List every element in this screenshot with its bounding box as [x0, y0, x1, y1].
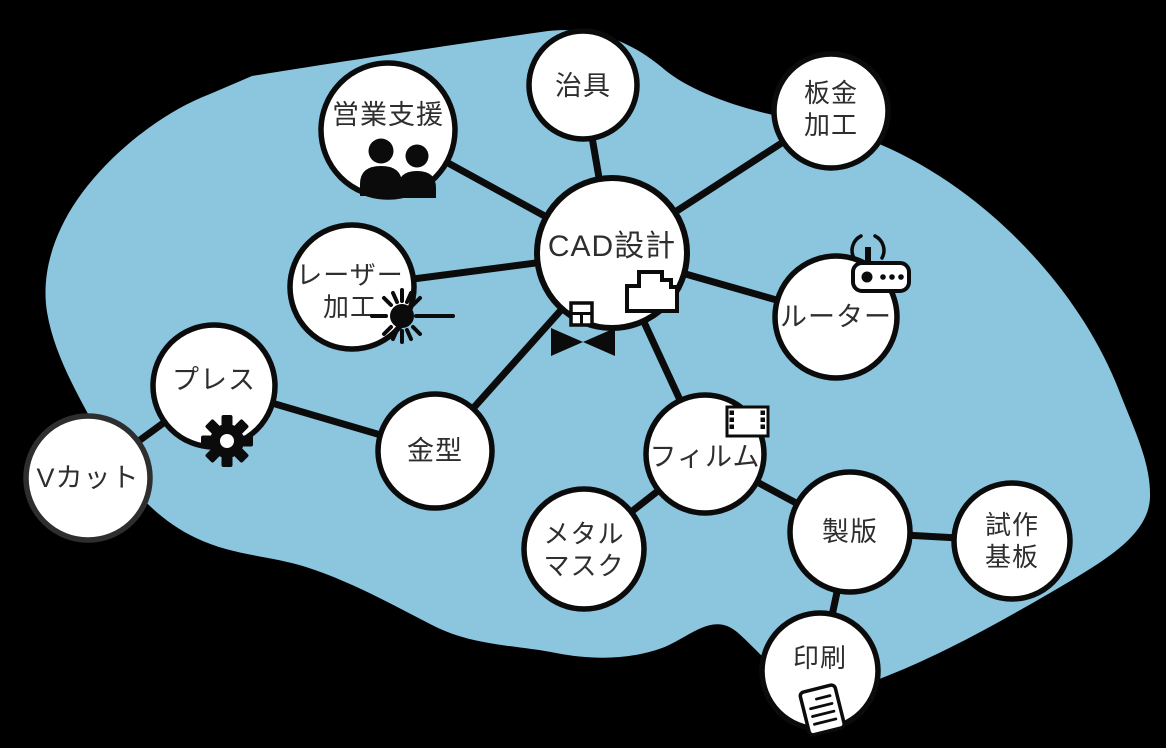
node-laser-line1: レーザー	[296, 260, 403, 290]
node-sales-support: 営業支援	[318, 60, 458, 200]
node-router: ルーター	[772, 234, 911, 381]
node-laser: レーザー 加工	[287, 222, 455, 352]
node-plate-making-label: 製版	[822, 517, 878, 547]
node-prototype-board-line2: 基板	[985, 542, 1039, 572]
node-mold: 金型	[375, 391, 495, 511]
node-film-label: フィルム	[650, 442, 761, 472]
node-laser-line2: 加工	[323, 292, 377, 322]
node-sales-support-label: 営業支援	[332, 100, 444, 130]
node-router-label: ルーター	[780, 302, 892, 332]
node-printing: 印刷	[759, 610, 881, 737]
node-prototype-board-line1: 試作	[985, 510, 1039, 540]
node-cad-design: CAD設計	[534, 175, 690, 356]
node-press-label: プレス	[172, 365, 256, 395]
laser-beam-icon	[370, 288, 455, 344]
wifi-router-icon	[850, 234, 911, 293]
node-plate-making: 製版	[787, 469, 913, 595]
node-printing-label: 印刷	[793, 643, 847, 673]
node-v-cut-label: Vカット	[36, 463, 139, 493]
node-film: フィルム	[643, 392, 770, 516]
node-sheet-metal-line1: 板金	[804, 78, 858, 108]
node-sheet-metal: 板金 加工	[771, 51, 891, 171]
valve-symbol-icon	[551, 301, 615, 356]
gear-icon	[201, 415, 253, 467]
node-mold-label: 金型	[407, 436, 463, 466]
node-jig: 治具	[526, 28, 640, 142]
node-metal-mask: メタル マスク	[521, 486, 647, 612]
node-sheet-metal-line2: 加工	[804, 110, 858, 140]
node-press: プレス	[150, 322, 278, 467]
node-prototype-board: 試作 基板	[951, 480, 1073, 602]
node-jig-label: 治具	[555, 71, 611, 101]
node-metal-mask-line1: メタル	[543, 519, 624, 549]
document-icon	[798, 683, 846, 737]
node-metal-mask-line2: マスク	[543, 551, 624, 581]
node-v-cut: Vカット	[23, 413, 153, 543]
machine-outline-icon	[625, 270, 679, 313]
node-cad-design-label: CAD設計	[548, 230, 676, 263]
film-frame-icon	[725, 405, 770, 438]
two-people-icon	[360, 138, 436, 198]
